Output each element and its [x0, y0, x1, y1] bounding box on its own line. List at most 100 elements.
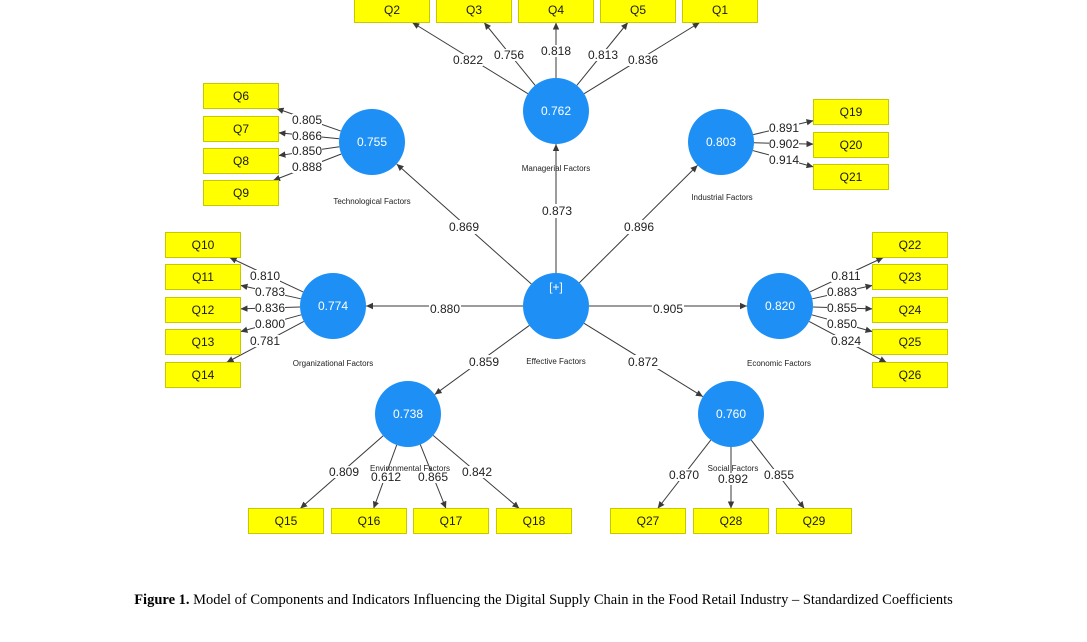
- technological-factors-r2-value: 0.755: [357, 135, 387, 149]
- environmental-factors-r2-value: 0.738: [393, 407, 423, 421]
- indicator-label-q12: Q12: [192, 303, 215, 317]
- indicator-label-q4: Q4: [548, 3, 564, 17]
- indicator-box-q9: [203, 180, 279, 206]
- loading-value-q19: 0.891: [769, 121, 799, 135]
- managerial-factors-label: Managerial Factors: [522, 164, 590, 173]
- industrial-factors-r2-value: 0.803: [706, 135, 736, 149]
- indicator-label-q19: Q19: [840, 105, 863, 119]
- loading-value-q6: 0.805: [292, 113, 322, 127]
- indicator-box-q18: [496, 508, 572, 534]
- loading-bg-q7: [292, 130, 322, 142]
- managerial-factors-circle: [523, 78, 589, 144]
- social-factors-circle: [698, 381, 764, 447]
- indicator-box-q8: [203, 148, 279, 174]
- loading-value-q13: 0.800: [255, 317, 285, 331]
- loading-value-q3: 0.756: [494, 48, 524, 62]
- loading-value-q8: 0.850: [292, 144, 322, 158]
- indicator-label-q1: Q1: [712, 3, 728, 17]
- indicator-label-q9: Q9: [233, 186, 249, 200]
- loading-value-q1: 0.836: [628, 53, 658, 67]
- indicator-box-q20: [813, 132, 889, 158]
- loading-bg-q1: [628, 54, 658, 66]
- indicator-label-q24: Q24: [899, 303, 922, 317]
- indicator-box-q23: [872, 264, 948, 290]
- industrial-factors-path-coef-bg: [623, 220, 655, 234]
- social-factors-path-coefficient: 0.872: [628, 355, 658, 369]
- loading-bg-q25: [827, 318, 857, 330]
- managerial-factors-path-coefficient: 0.873: [542, 204, 572, 218]
- indicator-label-q18: Q18: [523, 514, 546, 528]
- figure-caption: Figure 1. Model of Components and Indica…: [0, 592, 1087, 609]
- loading-bg-q28: [718, 473, 748, 485]
- figure-caption-text: Model of Components and Indicators Influ…: [189, 592, 953, 608]
- indicator-label-q5: Q5: [630, 3, 646, 17]
- loading-bg-q23: [827, 286, 857, 298]
- indicator-label-q13: Q13: [192, 335, 215, 349]
- loading-value-q2: 0.822: [453, 53, 483, 67]
- loading-value-q27: 0.870: [669, 468, 699, 482]
- loading-bg-q20: [769, 138, 799, 150]
- loading-bg-q24: [827, 302, 857, 314]
- indicator-label-q3: Q3: [466, 3, 482, 17]
- loading-value-q26: 0.824: [831, 334, 861, 348]
- indicator-label-q21: Q21: [840, 170, 863, 184]
- indicator-box-q14: [165, 362, 241, 388]
- loading-value-q9: 0.888: [292, 160, 322, 174]
- loading-value-q7: 0.866: [292, 129, 322, 143]
- loading-value-q16: 0.612: [371, 470, 401, 484]
- indicator-box-q11: [165, 264, 241, 290]
- loading-bg-q22: [831, 270, 861, 282]
- managerial-factors-r2-value: 0.762: [541, 104, 571, 118]
- loading-value-q22: 0.811: [831, 269, 860, 283]
- indicator-box-q4: [518, 0, 594, 23]
- loading-value-q14: 0.781: [250, 334, 280, 348]
- indicator-label-q11: Q11: [192, 270, 214, 284]
- loading-bg-q3: [494, 49, 524, 61]
- environmental-factors-path-coef-bg: [468, 355, 500, 369]
- technological-factors-path-coefficient: 0.869: [449, 220, 479, 234]
- indicator-box-q24: [872, 297, 948, 323]
- indicator-box-q16: [331, 508, 407, 534]
- loading-bg-q19: [769, 122, 799, 134]
- loading-value-q18: 0.842: [462, 465, 492, 479]
- economic-factors-path-coefficient: 0.905: [653, 302, 683, 316]
- industrial-factors-path-coefficient: 0.896: [624, 220, 654, 234]
- indicator-label-q6: Q6: [233, 89, 249, 103]
- indicator-box-q10: [165, 232, 241, 258]
- effective-factors-label: Effective Factors: [526, 357, 585, 366]
- indicator-label-q16: Q16: [358, 514, 381, 528]
- indicator-box-q17: [413, 508, 489, 534]
- indicator-box-q5: [600, 0, 676, 23]
- economic-factors-path-coef-bg: [652, 302, 684, 316]
- managerial-factors-path-coef-bg: [541, 204, 573, 218]
- industrial-factors-label: Industrial Factors: [691, 193, 752, 202]
- loading-bg-q29: [764, 469, 794, 481]
- organizational-factors-label: Organizational Factors: [293, 359, 373, 368]
- economic-factors-r2-value: 0.820: [765, 299, 795, 313]
- loading-bg-q16: [371, 471, 401, 483]
- indicator-box-q19: [813, 99, 889, 125]
- loading-bg-q15: [329, 466, 359, 478]
- indicator-label-q26: Q26: [899, 368, 922, 382]
- indicator-label-q14: Q14: [192, 368, 215, 382]
- technological-factors-label: Technological Factors: [333, 197, 410, 206]
- loading-bg-q8: [292, 145, 322, 157]
- loading-bg-q12: [255, 302, 285, 314]
- indicator-label-q15: Q15: [275, 514, 298, 528]
- indicator-label-q20: Q20: [840, 138, 863, 152]
- technological-factors-circle: [339, 109, 405, 175]
- indicator-label-q8: Q8: [233, 154, 249, 168]
- loading-bg-q13: [255, 318, 285, 330]
- loading-value-q29: 0.855: [764, 468, 794, 482]
- indicator-box-q7: [203, 116, 279, 142]
- loading-value-q21: 0.914: [769, 153, 799, 167]
- environmental-factors-path-coefficient: 0.859: [469, 355, 499, 369]
- loading-value-q23: 0.883: [827, 285, 857, 299]
- economic-factors-label: Economic Factors: [747, 359, 811, 368]
- industrial-factors-circle: [688, 109, 754, 175]
- indicator-box-q26: [872, 362, 948, 388]
- loading-bg-q27: [669, 469, 699, 481]
- loading-value-q4: 0.818: [541, 44, 571, 58]
- loading-value-q12: 0.836: [255, 301, 285, 315]
